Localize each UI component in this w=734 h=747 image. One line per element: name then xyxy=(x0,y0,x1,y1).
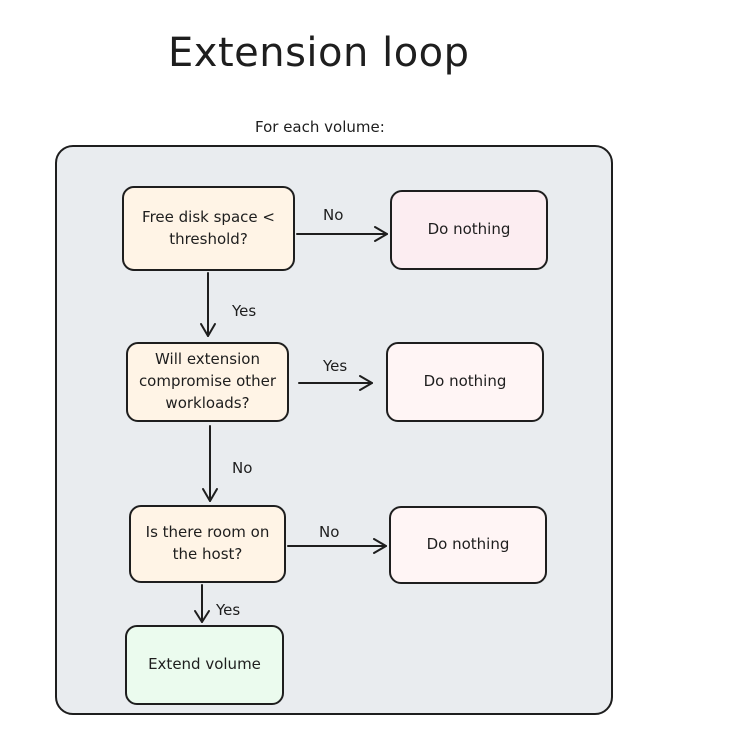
outcome-do-nothing-2: Do nothing xyxy=(386,342,544,422)
loop-label: For each volume: xyxy=(255,118,385,136)
diagram-title: Extension loop xyxy=(168,30,470,76)
outcome-do-nothing-1: Do nothing xyxy=(390,190,548,270)
edge-label-q1-yes: Yes xyxy=(232,302,257,320)
edge-label-q3-no: No xyxy=(319,523,340,541)
edge-label-q1-no: No xyxy=(323,206,344,224)
decision-compromise-workloads: Will extension compromise other workload… xyxy=(126,342,289,422)
decision-free-disk-space: Free disk space < threshold? xyxy=(122,186,295,271)
edge-label-q2-yes: Yes xyxy=(323,357,348,375)
arrowhead-q3-no xyxy=(373,538,387,554)
outcome-do-nothing-3: Do nothing xyxy=(389,506,547,584)
edge-label-q2-no: No xyxy=(232,459,253,477)
arrowhead-q3-yes xyxy=(194,610,210,623)
arrowhead-q2-yes xyxy=(359,375,373,391)
edge-label-q3-yes: Yes xyxy=(216,601,241,619)
outcome-extend-volume: Extend volume xyxy=(125,625,284,705)
arrowhead-q1-no xyxy=(374,226,388,242)
arrowhead-q1-yes xyxy=(200,323,216,337)
arrowhead-q2-no xyxy=(202,488,218,502)
decision-room-on-host: Is there room on the host? xyxy=(129,505,286,583)
